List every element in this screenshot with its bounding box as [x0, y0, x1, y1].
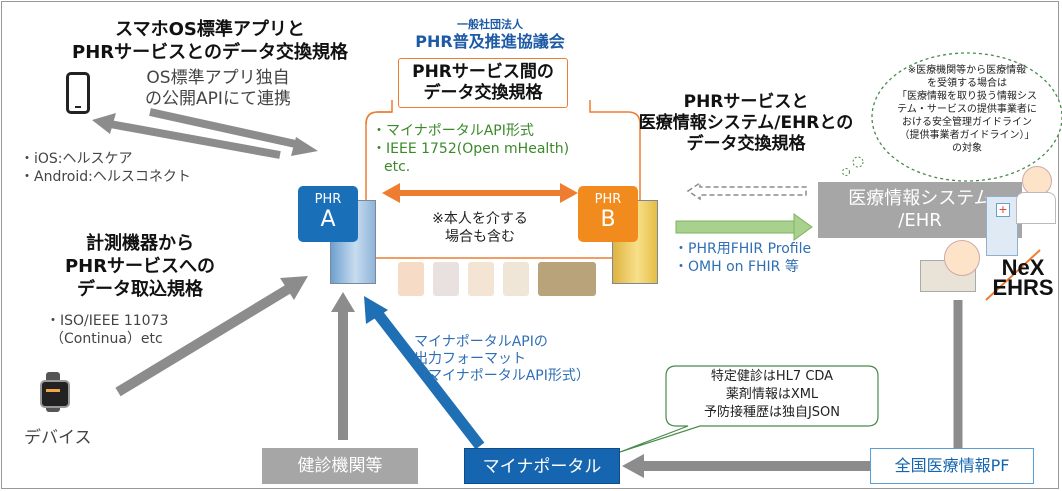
ehr-to-phr-dashed-arrow — [686, 181, 807, 201]
smartphone-icon — [66, 72, 90, 114]
smartphone-title: スマホOS標準アプリと PHRサービスとのデータ交換規格 — [72, 19, 348, 63]
device-phr-arrow — [115, 276, 308, 397]
mynaportal-output-label: マイナポータルAPIの 出力フォーマット （マイナポータルAPI形式） — [414, 334, 590, 384]
nex-ehrs-logo: NeX EHRS — [992, 255, 1054, 300]
council-label: 一般社団法人 PHR普及推進協議会 — [415, 18, 565, 51]
person-adult-icon — [433, 262, 460, 296]
ehr-exchange-list: ・PHR用FHIR Profile ・OMH on FHIR 等 — [674, 241, 812, 275]
formats-callout: 特定健診はHL7 CDA 薬剤情報はXML 予防接種歴は独自JSON — [703, 369, 841, 420]
phr-to-ehr-green-arrow — [675, 213, 813, 241]
people-illustration — [398, 262, 608, 298]
device-label: デバイス — [24, 428, 92, 448]
inter-phr-frame-top — [365, 111, 392, 125]
callout-bubble — [871, 52, 1062, 182]
ehr-exchange-title: PHRサービスと 医療情報システム/EHRとの データ交換規格 — [638, 92, 854, 154]
pf-to-myna-arrow — [622, 454, 870, 478]
device-standard-list: ・ISO/IEEE 11073 （Continua）etc — [46, 313, 169, 347]
ehr-guideline-note: ※医療機関等から医療情報 を受領する場合は 「医療情報を取り扱う情報シス テム・… — [897, 65, 1037, 154]
device-section-title: 計測機器から PHRサービスへの データ取込規格 — [64, 233, 216, 300]
doctor-icon — [1014, 156, 1056, 224]
phr-a-server: PHR A — [298, 186, 358, 242]
formats-callout-shape — [619, 365, 879, 453]
clinic-icon — [920, 238, 982, 294]
checkup-phr-arrow — [331, 292, 355, 440]
phr-exchange-arrow — [382, 183, 578, 203]
phone-phr-arrows — [92, 108, 318, 159]
inter-phr-list: ・マイナポータルAPI形式 ・IEEE 1752(Open mHealth) e… — [372, 123, 570, 175]
phr-b-server: PHR B — [578, 186, 638, 242]
person-baby-icon — [398, 262, 424, 296]
inter-phr-note: ※本人を介する 場合も含む — [432, 211, 528, 245]
person-elderly-icon — [503, 262, 530, 296]
mynaportal-box: マイナポータル — [464, 448, 620, 484]
person-family-icon — [468, 262, 495, 296]
inter-phr-title-box: PHRサービス間の データ交換規格 — [398, 58, 568, 108]
smartphone-app-list: ・iOS:ヘルスケア ・Android:ヘルスコネクト — [20, 151, 191, 185]
person-couple-icon — [538, 262, 597, 296]
checkup-institution-box: 健診機関等 — [262, 448, 418, 484]
mynaportal-phr-arrow — [364, 296, 485, 450]
hospital-icon: + — [986, 196, 1018, 256]
smartphone-desc: OS標準アプリ独自 の公開APIにて連携 — [145, 68, 291, 109]
national-medical-info-pf-box: 全国医療情報PF — [870, 448, 1034, 484]
smartwatch-icon — [36, 372, 72, 412]
